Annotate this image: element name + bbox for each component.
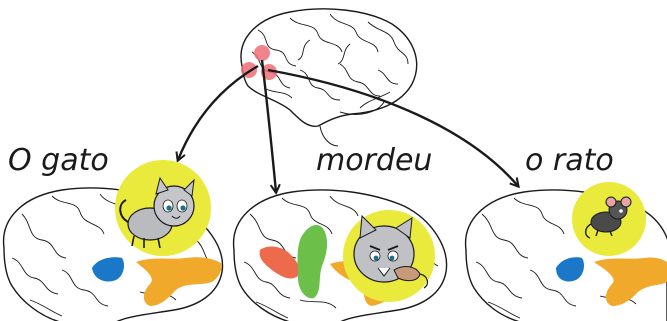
cat-biting-icon [353,214,429,289]
arrows [178,59,518,192]
arrow-to-subject [178,64,259,160]
mouse-icon [584,196,632,239]
mouse-highlight [572,182,646,256]
word-verb: mordeu [316,143,433,178]
left-orange-region [136,257,222,306]
arrow-to-verb [260,59,276,192]
hotspot-1 [254,45,270,61]
right-blue-region [556,257,584,282]
word-object: o rato [525,143,614,178]
middle-red-region [259,246,300,279]
left-blue-region [92,257,124,282]
right-orange-region [594,257,667,306]
cat-highlight [115,160,211,256]
word-subject: O gato [8,143,109,178]
bite-highlight [343,210,435,302]
cat-icon [119,176,195,249]
middle-green-region [297,225,328,299]
arrow-to-object [267,68,518,186]
